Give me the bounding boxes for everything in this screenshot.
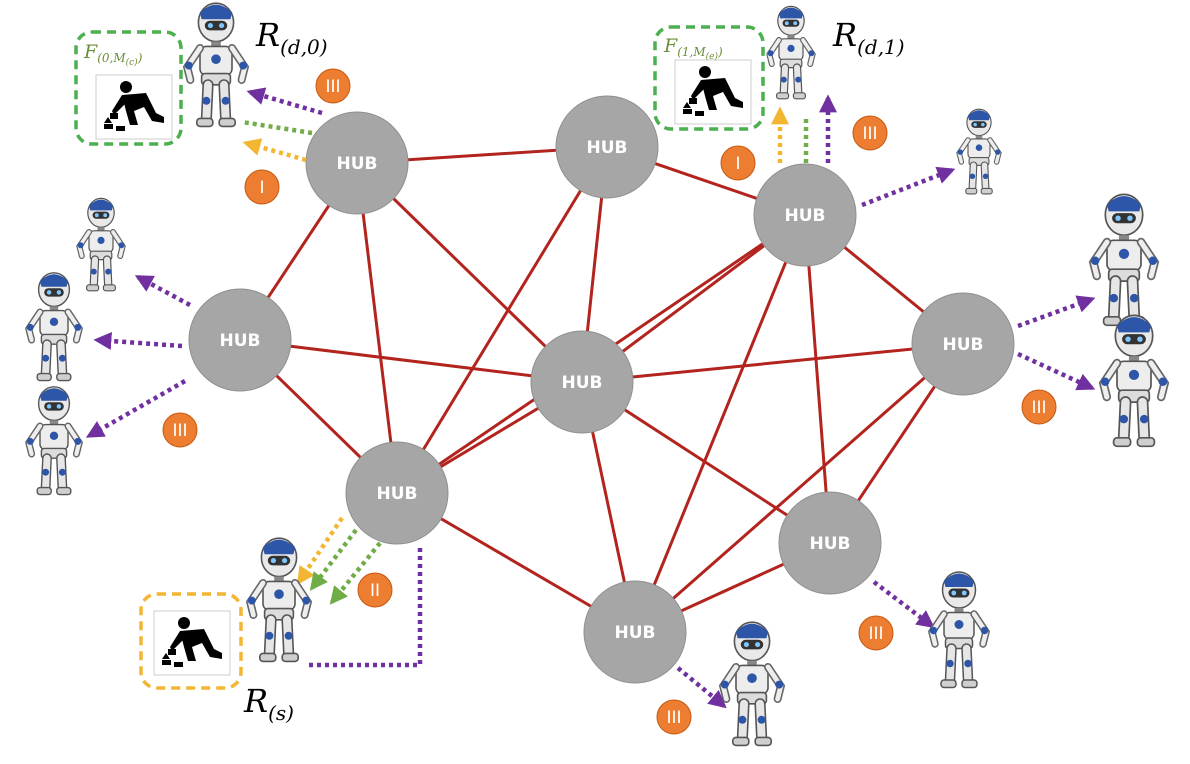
hub-nodes: HUB HUB HUB HUB HUB HUB HUB HUB — [188, 95, 1015, 684]
label-r-d0: R(d,0) — [255, 16, 328, 59]
purple-arrow — [246, 87, 323, 116]
robot-icon — [768, 6, 815, 98]
hub-label: HUB — [562, 373, 603, 393]
link — [633, 213, 807, 634]
hub-node: HUB — [583, 580, 687, 684]
worker-task-icon — [674, 59, 752, 125]
robot-icon — [27, 273, 82, 381]
robot-icon — [930, 572, 989, 688]
svg-text:I: I — [735, 154, 740, 174]
hub-label: HUB — [337, 154, 378, 174]
link — [355, 161, 584, 384]
link — [580, 342, 965, 384]
svg-text:III: III — [172, 421, 187, 441]
link — [395, 145, 609, 495]
task-frame-yellow — [139, 592, 243, 690]
purple-arrow — [676, 666, 727, 709]
math-labels: R(d,0) R(d,1) R(s) F(0,M(c)) F(1,M(e)) — [83, 16, 905, 725]
purple-arrow — [134, 275, 192, 307]
hub-node: HUB — [778, 491, 882, 595]
svg-text:III: III — [1031, 398, 1046, 418]
hub-node: HUB — [188, 288, 292, 392]
green-arrow — [241, 119, 313, 136]
purple-path — [306, 548, 423, 668]
purple-arrow — [1017, 351, 1096, 391]
worker-task-icon — [95, 74, 173, 140]
hub-node: HUB — [345, 441, 449, 545]
badge-one: I — [720, 145, 756, 181]
message-arrows — [85, 87, 1096, 709]
label-r-d1: R(d,1) — [832, 16, 905, 59]
worker-task-icon — [153, 610, 231, 676]
hub-node: HUB — [911, 292, 1015, 396]
task-frame-green — [74, 30, 183, 146]
hub-label: HUB — [810, 534, 851, 554]
hub-node: HUB — [530, 330, 634, 434]
yellow-arrow — [296, 516, 344, 585]
badges: III I I III III III II III — [162, 68, 1057, 735]
hub-node: HUB — [305, 111, 409, 215]
label-f1: F(1,M(e)) — [663, 35, 723, 62]
label-r-s: R(s) — [243, 682, 294, 725]
yellow-arrow — [242, 138, 307, 163]
svg-text:III: III — [666, 708, 681, 728]
link — [633, 342, 965, 634]
badge-three: III — [162, 412, 198, 448]
robot-icon — [958, 109, 1001, 194]
badge-three: III — [852, 115, 888, 151]
hub-node: HUB — [753, 163, 857, 267]
hub-label: HUB — [587, 138, 628, 158]
badge-one: I — [244, 169, 280, 205]
hub-node: HUB — [555, 95, 659, 199]
badge-three: III — [315, 68, 351, 104]
robot-icon — [1091, 194, 1157, 325]
task-boxes — [74, 25, 765, 690]
link — [238, 338, 584, 384]
hub-label: HUB — [220, 331, 261, 351]
link — [355, 161, 399, 495]
robot-icon — [27, 387, 82, 495]
purple-arrow — [861, 166, 956, 208]
robot-icon — [78, 198, 125, 290]
svg-text:III: III — [868, 624, 883, 644]
badge-two: II — [357, 572, 393, 608]
hub-label: HUB — [615, 623, 656, 643]
hub-label: HUB — [785, 206, 826, 226]
link — [803, 213, 832, 545]
task-frame-green — [653, 25, 765, 131]
svg-text:I: I — [259, 178, 264, 198]
badge-three: III — [858, 615, 894, 651]
label-f0: F(0,M(c)) — [83, 41, 143, 68]
hub-label: HUB — [377, 484, 418, 504]
robot-icon — [1101, 315, 1167, 446]
hub-label: HUB — [943, 335, 984, 355]
badge-three: III — [1021, 389, 1057, 425]
purple-arrow — [1017, 295, 1096, 329]
purple-arrow — [93, 332, 183, 350]
badge-three: III — [656, 699, 692, 735]
robot-icon — [185, 3, 247, 126]
green-arrow — [309, 528, 358, 591]
robot-icon — [721, 622, 783, 745]
svg-text:III: III — [862, 124, 877, 144]
robot-icon — [248, 538, 310, 661]
svg-text:II: II — [370, 581, 380, 601]
purple-arrow — [85, 379, 187, 438]
svg-text:III: III — [325, 77, 340, 97]
